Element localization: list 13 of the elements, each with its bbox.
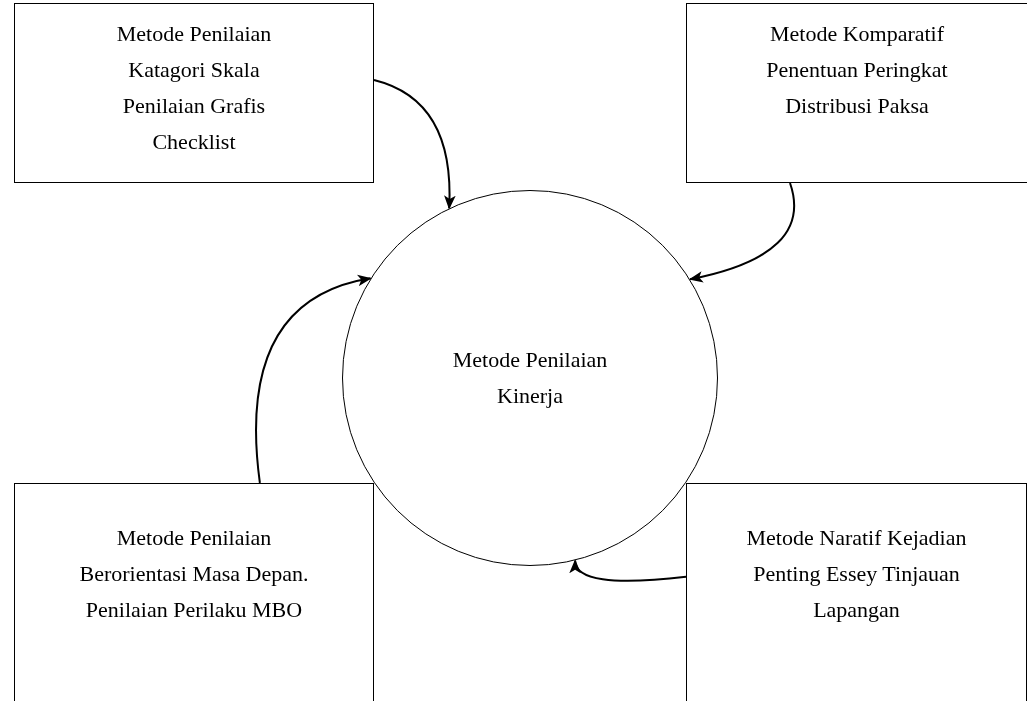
node-label: Metode Penilaian Katagori Skala Penilaian Grafis Checklist: [115, 20, 273, 156]
method-box: [686, 3, 1027, 183]
method-box: [14, 483, 374, 701]
curved-arrow: [373, 79, 456, 210]
node-label: Metode Penilaian Kinerja: [451, 346, 609, 410]
method-box: [686, 483, 1027, 701]
curved-arrow: [571, 559, 687, 582]
method-box: [14, 3, 374, 183]
node-label: Metode Komparatif Penentuan Peringkat Distribusi Paksa: [765, 20, 949, 120]
curved-arrow: [255, 275, 372, 484]
node-label: Metode Penilaian Berorientasi Masa Depan. Penilaian Perilaku MBO: [78, 524, 310, 624]
curved-arrow: [688, 182, 796, 283]
node-label: Metode Naratif Kejadian Penting Essey Tinjauan Lapangan: [745, 524, 968, 624]
